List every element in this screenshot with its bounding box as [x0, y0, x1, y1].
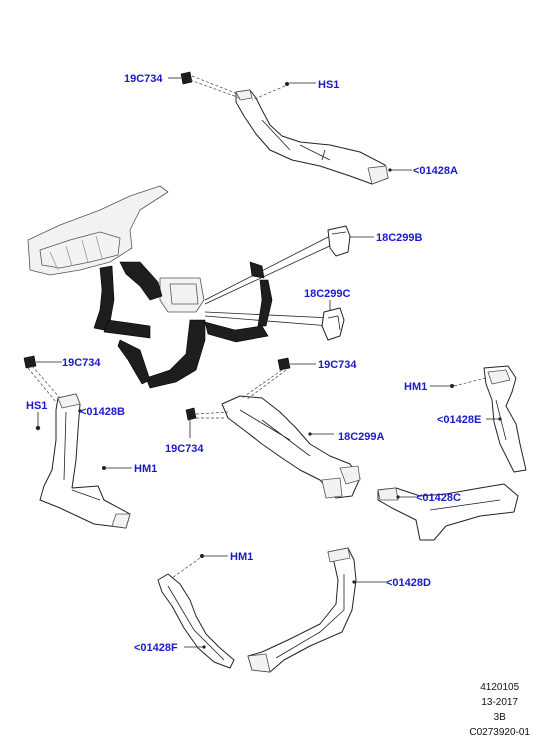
- vent-18c299b: [327, 225, 351, 257]
- label-18c299c: 18C299C: [304, 288, 351, 300]
- screw-hs1-top: [285, 82, 289, 86]
- clip-19c734-mid: [277, 357, 291, 371]
- footer-ref: 4120105: [480, 682, 520, 693]
- duct-01428e: [483, 365, 527, 473]
- label-hm1-right: HM1: [404, 381, 427, 393]
- footer-block: 4120105 13-2017 3B C0273920-01: [469, 680, 530, 740]
- vent-18c299c: [321, 307, 345, 341]
- screw-hm1-left: [102, 466, 106, 470]
- label-19c734-top: 19C734: [124, 73, 163, 85]
- label-01428f: <01428F: [134, 642, 178, 654]
- hvac-assembly: [27, 185, 205, 313]
- label-hs1-top: HS1: [318, 79, 339, 91]
- duct-18c299a: [221, 395, 361, 499]
- clip-19c734-top: [180, 71, 193, 85]
- screw-hm1-right: [450, 384, 454, 388]
- clip-19c734-low: [185, 407, 197, 421]
- duct-01428a: [235, 89, 389, 185]
- screw-hs1-left: [35, 425, 41, 431]
- duct-01428f: [157, 573, 235, 669]
- label-18c299b: 18C299B: [376, 232, 423, 244]
- label-19c734-low: 19C734: [165, 443, 204, 455]
- label-hm1-left: HM1: [134, 463, 157, 475]
- label-19c734-left: 19C734: [62, 357, 101, 369]
- screw-hm1-bottom: [200, 554, 204, 558]
- duct-01428c: [377, 483, 519, 541]
- label-01428e: <01428E: [437, 414, 481, 426]
- duct-01428d: [247, 547, 357, 673]
- footer-code: C0273920-01: [469, 727, 530, 738]
- label-01428c: <01428C: [416, 492, 461, 504]
- clip-19c734-left: [23, 355, 37, 369]
- label-01428a: <01428A: [413, 165, 458, 177]
- label-19c734-mid: 19C734: [318, 359, 357, 371]
- label-01428b: <01428B: [80, 406, 125, 418]
- label-18c299a: 18C299A: [338, 431, 385, 443]
- label-01428d: <01428D: [386, 577, 431, 589]
- label-hs1-left: HS1: [26, 400, 47, 412]
- footer-date: 13-2017: [481, 697, 519, 708]
- duct-01428b: [39, 393, 131, 529]
- floor-ducts: [93, 261, 273, 389]
- label-hm1-bottom: HM1: [230, 551, 253, 563]
- footer-rev: 3B: [493, 712, 506, 723]
